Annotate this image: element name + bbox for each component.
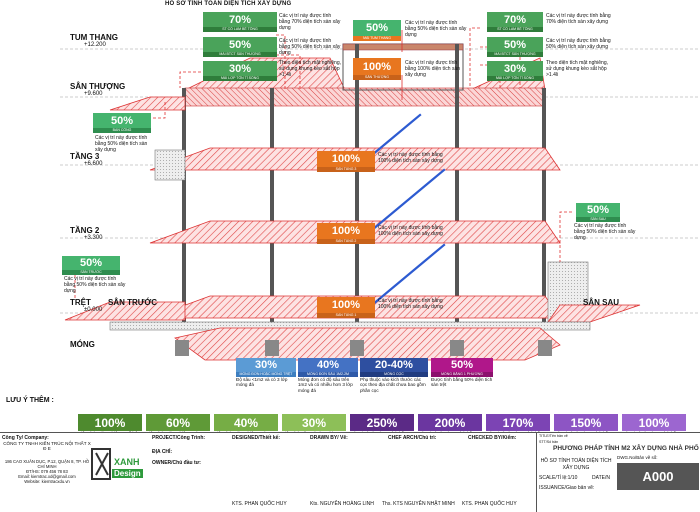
legend-pct: 30% — [282, 414, 346, 431]
legend-pct: 170% — [486, 414, 550, 431]
roof-left-note-3: Theo diện tích mặt nghiêng, sử dụng khun… — [279, 60, 341, 78]
back-yard-label: SÂN SAU — [583, 298, 620, 307]
back-yard-note: Các vị trí này được tính bằng 50% diện t… — [574, 223, 636, 241]
page-title: HỒ SƠ TÍNH TOÁN DIỆN TÍCH XÂY DỰNG — [165, 1, 292, 7]
chief-label: CHEF ARCH/Chủ trì: — [388, 435, 437, 441]
roof-right-callout-3: 30% MÁI LỢP TÔN TỈ SÓNG — [487, 61, 543, 81]
roof-right-callout-1: 70% ST CÓ LAM BÊ TÔNG — [487, 12, 543, 32]
legend-pct: 200% — [418, 414, 482, 431]
owner-label: OWNER/Chủ đầu tư: — [152, 460, 201, 466]
floor3-note: Các vị trí này được tính bằng 100% diện … — [378, 152, 443, 164]
legend-pct: 250% — [350, 414, 414, 431]
floor1-callout: 100% SÀN TẦNG 1 — [317, 297, 375, 318]
balcony-callout: 50% BAN CÔNG — [93, 113, 151, 133]
checked-label: CHECKED BY/Kiểm: — [468, 435, 517, 441]
level-tret: TRỆT ±0.000 — [70, 298, 103, 313]
roof-right-note-2: Các vị trí này được tính bằng 50% diện t… — [546, 38, 611, 50]
roof-left-note-1: Các vị trí này được tính bằng 70% diện t… — [279, 13, 341, 31]
roof-right-note-3: Theo diện tích mặt nghiêng, sử dụng khun… — [546, 60, 608, 78]
roof-right-note-1: Các vị trí này được tính bằng 70% diện t… — [546, 13, 611, 25]
foundation-callout-1: 30% MÓNG ĐƠN HOẶC MÓNG TRỆT Độ sâu <1m2 … — [236, 358, 296, 388]
floor2-callout: 100% SÀN TẦNG 2 — [317, 223, 375, 244]
back-yard-callout: 50% SÂN SAU — [576, 203, 620, 222]
roof-mid-callout-2: 100% SÂN THƯỢNG — [353, 58, 401, 80]
level-tang-3: TẦNG 3 +6.600 — [70, 152, 103, 167]
company-info: Công Ty/ Company: CÔNG TY TNHH KIẾN TRÚC… — [2, 435, 91, 484]
designed-name: KTS. PHAN QUỐC HUY — [232, 501, 287, 507]
drawn-label: DRAWN BY/ Vẽ: — [310, 435, 348, 441]
legend-pct: 60% — [146, 414, 210, 431]
roof-mid-note-2: Các vị trí này được tính bằng 100% diện … — [405, 60, 461, 78]
terrace-slab — [184, 87, 546, 107]
roof-left-callout-1: 70% ST CÓ LAM BÊ TÔNG — [203, 12, 277, 32]
level-mong: MÓNG — [70, 340, 95, 349]
foundation-callout-4: 50% MÓNG BĂNG 1 PHƯƠNG Được tính bằng 50… — [431, 358, 493, 388]
drawing-info: TITLE/Tên bản vẽ STT/Số bản PHƯƠNG PHÁP … — [536, 433, 700, 512]
front-yard-label: SÂN TRƯỚC — [108, 298, 158, 307]
balcony-note: Các vị trí này được tính bằng 50% diện t… — [95, 135, 148, 153]
level-tum-thang: TUM THANG +12.200 — [70, 33, 118, 48]
foundation-callout-2: 40% MÓNG ĐƠN SÂU 1M2-2M Móng đơn có độ s… — [298, 358, 358, 393]
legend-title: LƯU Ý THÊM : — [6, 397, 54, 404]
foundation-area — [174, 327, 561, 361]
front-yard-callout: 50% SÂN TRƯỚC — [62, 256, 120, 275]
title-block: Công Ty/ Company: CÔNG TY TNHH KIẾN TRÚC… — [0, 432, 700, 512]
legend-pct: 100% — [622, 414, 686, 431]
floor1-note: Các vị trí này được tính bằng 100% diện … — [378, 298, 443, 310]
roof-mid-note-1: Các vị trí này được tính bằng 50% diện t… — [405, 20, 467, 38]
roof-right-callout-2: 50% MÁI BTCT SÂN THƯỢNG — [487, 37, 543, 57]
designed-label: DESIGNED/Thiết kế: — [232, 435, 281, 441]
level-san-thuong: SÂN THƯỢNG +9.600 — [70, 82, 126, 97]
project-label: PROJECT/Công Trình: — [152, 435, 206, 441]
level-tang-2: TẦNG 2 +3.300 — [70, 226, 103, 241]
roof-left-note-2: Các vị trí này được tính bằng 50% diện t… — [279, 38, 341, 56]
checked-name: KTS. PHAN QUỐC HUY — [462, 501, 517, 507]
legend-pct: 100% — [78, 414, 142, 431]
chief-name: Ths. KTS NGUYỄN NHẬT MINH — [382, 501, 455, 507]
roof-mid-callout-1: 50% MÁI TUM THANG — [353, 20, 401, 41]
roof-left-callout-3: 30% MÁI LỢP TÔN TỈ SÓNG — [203, 61, 277, 81]
dwg-number: A000 — [617, 463, 699, 490]
legend-pct: 150% — [554, 414, 618, 431]
roof-left-callout-2: 50% MÁI BTCT SÂN THƯỢNG — [203, 37, 277, 57]
drawn-name: Kts. NGUYỄN HOÀNG LINH — [310, 501, 374, 507]
address-label: ĐỊA CHỈ: — [152, 449, 173, 455]
front-yard-note: Các vị trí này được tính bằng 50% diện t… — [64, 276, 126, 294]
section-drawing — [60, 27, 700, 361]
balcony-slab — [109, 96, 186, 111]
company-logo: XANH Design — [90, 445, 148, 491]
floor2-note: Các vị trí này được tính bằng 100% diện … — [378, 225, 443, 237]
foundation-callout-3: 20-40% MÓNG CỌC Phụ thuộc vào kích thước… — [360, 358, 428, 393]
floor3-callout: 100% SÀN TẦNG 3 — [317, 151, 375, 172]
front-yard-slab — [64, 301, 186, 321]
legend-pct: 40% — [214, 414, 278, 431]
